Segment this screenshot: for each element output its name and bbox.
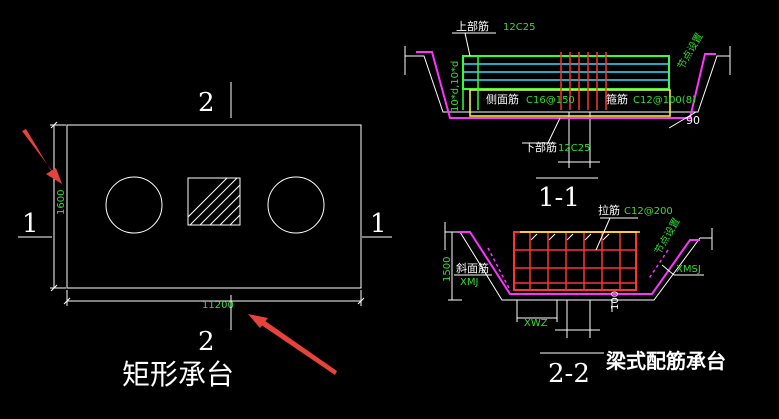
cap-outline (66, 124, 362, 289)
xmsj-label: XMSJ (676, 264, 701, 275)
section-1-1: 上部筋 12C25 10*d,10*d 侧面筋 C16@150 箍筋 C12@1… (404, 19, 731, 213)
dim-height (50, 121, 66, 292)
top-rebar-value: 12C25 (503, 22, 535, 33)
tie-label: 拉筋 (598, 203, 620, 217)
xwz-label: XWZ (524, 318, 548, 329)
dim-width-label: 11200 (202, 300, 234, 311)
angle-label: 90 (686, 114, 700, 127)
section11-title: 1-1 (538, 183, 580, 213)
section2-top-label: 2 (198, 88, 215, 118)
bottom-rebar-label: 下部筋 (524, 140, 557, 154)
section22-title: 2-2 (548, 359, 590, 389)
section1-left-label: 1 (22, 209, 39, 239)
bottom-rebar-value: 12C25 (558, 143, 590, 154)
dim-width (63, 290, 365, 306)
node-label-1: 节点设置 (675, 31, 705, 72)
pile-right (267, 176, 325, 234)
height-dim-label: 1500 (442, 257, 453, 282)
top-rebar-label: 上部筋 (456, 19, 489, 33)
section22-caption: 梁式配筋承台 (605, 349, 726, 373)
section1-right-label: 1 (370, 209, 387, 239)
anchor-label: 10*d,10*d (450, 61, 461, 112)
cushion-line-2 (457, 231, 700, 295)
section2-bottom-label: 2 (198, 327, 215, 357)
column-hatch (187, 177, 241, 226)
dim-height-label: 1600 (56, 190, 67, 215)
side-rebar-value: C16@150 (526, 95, 575, 106)
pile-left (105, 176, 163, 234)
rebar-cage (513, 231, 637, 291)
slope-rebar-value: XMJ (460, 277, 478, 288)
bottom-dim-label: 100 (610, 291, 621, 310)
side-rebar-label: 侧面筋 (486, 92, 519, 106)
annotation-arrows (22, 129, 337, 375)
plan-caption: 矩形承台 (122, 358, 234, 391)
arrow-bottom-icon (254, 316, 337, 375)
cushion-line (416, 51, 716, 119)
stirrups (560, 52, 607, 110)
slope-rebar-label: 斜面筋 (456, 261, 489, 275)
section-marks (18, 82, 392, 330)
stirrup-value: C12@100(8) (633, 95, 696, 106)
section-2-2: 1500 100 拉筋 C12@200 斜面筋 XMJ XMSJ XWZ 节点设… (442, 203, 726, 389)
arrow-left-icon (22, 129, 62, 184)
stirrup-label: 箍筋 (606, 92, 628, 106)
tie-value: C12@200 (624, 206, 673, 217)
plan-view: 1600 11200 1 1 2 2 矩形承台 (18, 82, 392, 391)
